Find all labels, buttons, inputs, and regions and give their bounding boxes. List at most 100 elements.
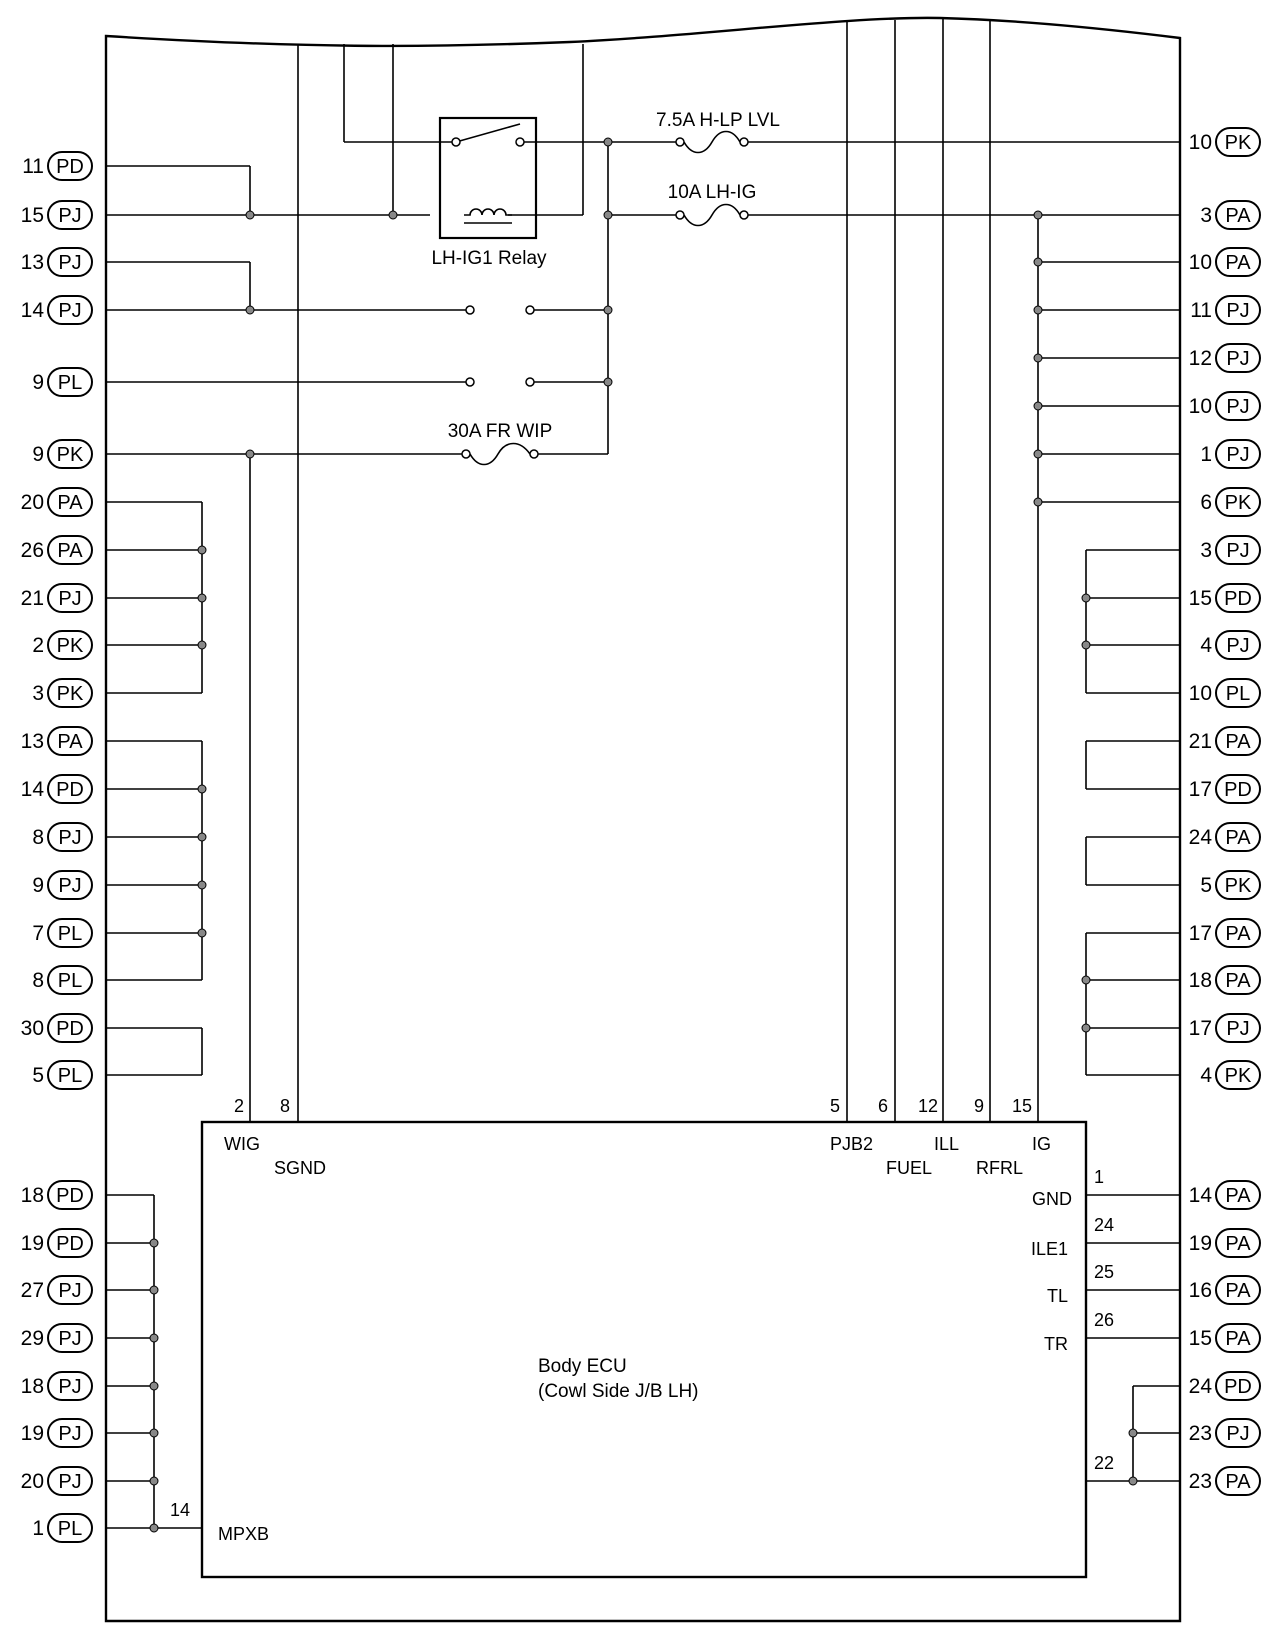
terminal-fuel: FUEL	[886, 1158, 932, 1178]
connector-code: PJ	[58, 205, 81, 227]
connector-code: PD	[56, 779, 84, 801]
connector-code: PK	[1225, 875, 1252, 897]
pin-gnd: 1	[1094, 1167, 1104, 1187]
connector-pill	[1215, 774, 1261, 804]
ecu-location: (Cowl Side J/B LH)	[538, 1381, 699, 1402]
connector-pill	[1215, 1418, 1261, 1448]
connector-pill	[1215, 343, 1261, 373]
connector-right-18-pa: 18 PA	[1189, 965, 1261, 995]
connector-code: PK	[57, 683, 84, 705]
connector-code: PA	[1225, 1185, 1251, 1207]
connector-number: 14	[21, 299, 45, 322]
connector-code: PJ	[58, 1280, 81, 1302]
connector-number: 1	[32, 1517, 44, 1540]
connector-pill	[47, 1060, 93, 1090]
connector-number: 10	[1189, 682, 1212, 705]
connector-code: PL	[58, 1518, 82, 1540]
ecu-name: Body ECU	[538, 1356, 627, 1377]
connector-number: 10	[1189, 395, 1212, 418]
connector-code: PK	[57, 635, 84, 657]
connector-pill	[47, 1323, 93, 1353]
connector-pill	[47, 295, 93, 325]
fuse-lh-ig	[675, 203, 749, 227]
connector-pill	[47, 774, 93, 804]
pin-pjb2: 5	[830, 1096, 840, 1116]
connector-number: 5	[1200, 874, 1212, 897]
connector-number: 15	[21, 204, 44, 227]
connector-pill	[47, 439, 93, 469]
connector-pill	[47, 583, 93, 613]
connector-number: 21	[1189, 730, 1212, 753]
connector-number: 14	[21, 778, 45, 801]
connector-code: PK	[1225, 492, 1252, 514]
connector-code: PJ	[58, 1423, 81, 1445]
connector-pill	[1215, 1323, 1261, 1353]
fuse-fr-wip	[461, 442, 539, 466]
connector-pill	[1215, 127, 1261, 157]
terminal-rfrl: RFRL	[976, 1158, 1023, 1178]
connector-code: PA	[1225, 205, 1251, 227]
connector-pill	[1215, 918, 1261, 948]
connector-code: PA	[1225, 970, 1251, 992]
connector-pill	[1215, 630, 1261, 660]
connector-left-15-pj: 15 PJ	[21, 200, 93, 230]
connector-left-19-pd: 19 PD	[21, 1228, 93, 1258]
connector-right-4-pk: 4 PK	[1200, 1060, 1261, 1090]
junction-block-outline	[104, 16, 1182, 1623]
pin-tr: 26	[1094, 1310, 1114, 1330]
connector-pill	[47, 1418, 93, 1448]
connector-code: PL	[58, 923, 82, 945]
connector-number: 7	[32, 922, 44, 945]
connector-pill	[1215, 247, 1261, 277]
fuse-hlp-lvl	[675, 130, 749, 154]
terminal-gnd: GND	[1032, 1189, 1072, 1209]
connector-pill	[1215, 1466, 1261, 1496]
connector-number: 8	[32, 969, 44, 992]
connector-code: PJ	[1226, 396, 1249, 418]
connector-number: 14	[1189, 1184, 1213, 1207]
connector-pill	[47, 630, 93, 660]
connector-code: PD	[56, 1233, 84, 1255]
connector-code: PD	[1224, 779, 1252, 801]
connector-number: 13	[21, 251, 44, 274]
connector-number: 17	[1189, 922, 1212, 945]
connector-code: PD	[56, 1185, 84, 1207]
connector-number: 15	[1189, 1327, 1212, 1350]
connector-pill	[47, 1180, 93, 1210]
connector-code: PA	[1225, 1280, 1251, 1302]
connector-right-14-pa: 14 PA	[1189, 1180, 1261, 1210]
connector-number: 19	[1189, 1232, 1212, 1255]
connector-code: PA	[1225, 1233, 1251, 1255]
connector-number: 1	[1200, 443, 1212, 466]
connector-pill	[1215, 200, 1261, 230]
terminal-pjb2: PJB2	[830, 1134, 873, 1154]
connector-pill	[47, 1228, 93, 1258]
connector-code: PA	[57, 492, 83, 514]
connector-number: 4	[1200, 1064, 1212, 1087]
connector-code: PK	[1225, 1065, 1252, 1087]
connector-left-7-pl: 7 PL	[32, 918, 93, 948]
connector-number: 18	[1189, 969, 1212, 992]
connector-pill	[47, 1013, 93, 1043]
terminal-ill: ILL	[934, 1134, 959, 1154]
connector-number: 19	[21, 1232, 44, 1255]
connector-code: PK	[57, 444, 84, 466]
connector-code: PJ	[1226, 635, 1249, 657]
pin-ile1: 24	[1094, 1215, 1114, 1235]
